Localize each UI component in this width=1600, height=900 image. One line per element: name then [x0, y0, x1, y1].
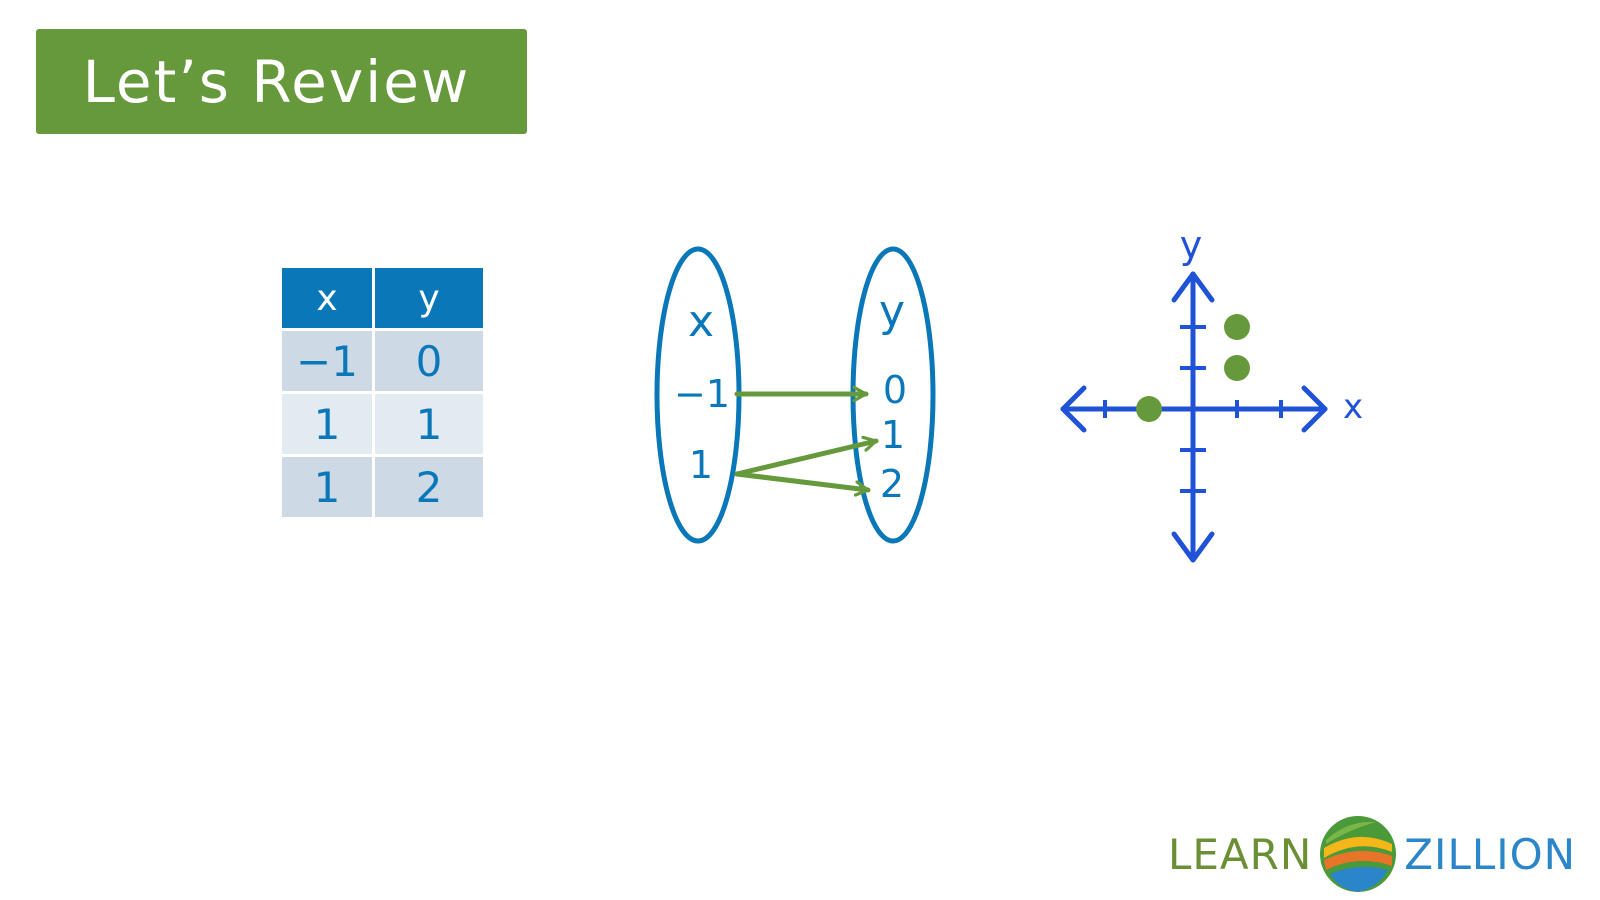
range-value: 0 [883, 368, 907, 412]
table-header-y: y [375, 268, 483, 328]
mapping-arrow [734, 441, 879, 477]
mapping-arrow [734, 471, 871, 490]
x-axis-arrow-right [1301, 385, 1328, 433]
domain-value: −1 [674, 372, 730, 416]
y-axis-arrow-up [1171, 271, 1215, 303]
banner-title: Let’s Review [82, 47, 471, 116]
graph-point [1136, 396, 1162, 422]
table-cell-x: −1 [282, 331, 372, 391]
range-value: 2 [880, 462, 904, 506]
table-cell-y: 1 [375, 394, 483, 454]
learnzillion-logo: LEARN ZILLION [1168, 814, 1576, 894]
xy-table: x y −1 0 1 1 1 2 [279, 265, 486, 520]
y-axis-arrow-down [1171, 531, 1215, 563]
table-cell-y: 2 [375, 457, 483, 517]
table-cell-y: 0 [375, 331, 483, 391]
table-row: 1 2 [282, 457, 483, 517]
graph-point [1224, 355, 1250, 381]
graph-point [1224, 314, 1250, 340]
y-axis-label: y [1180, 223, 1203, 267]
mapping-diagram: x −1 1 y 0 1 2 [654, 246, 936, 544]
table-row: −1 0 [282, 331, 483, 391]
x-axis-arrow-left [1060, 385, 1087, 433]
coordinate-graph: x y [1060, 223, 1363, 563]
lets-review-banner: Let’s Review [36, 29, 527, 134]
logo-swirl-icon [1320, 816, 1397, 892]
table-row: 1 1 [282, 394, 483, 454]
table-cell-x: 1 [282, 457, 372, 517]
table-header-row: x y [282, 268, 483, 328]
table-header-x: x [282, 268, 372, 328]
logo-text-zillion: ZILLION [1404, 829, 1577, 879]
logo-text-learn: LEARN [1168, 829, 1313, 879]
range-label: y [879, 286, 905, 337]
x-axis-label: x [1343, 387, 1363, 427]
domain-label: x [688, 296, 714, 347]
range-value: 1 [881, 413, 905, 457]
graph-points [1136, 314, 1250, 422]
table-cell-x: 1 [282, 394, 372, 454]
domain-value: 1 [689, 443, 713, 487]
